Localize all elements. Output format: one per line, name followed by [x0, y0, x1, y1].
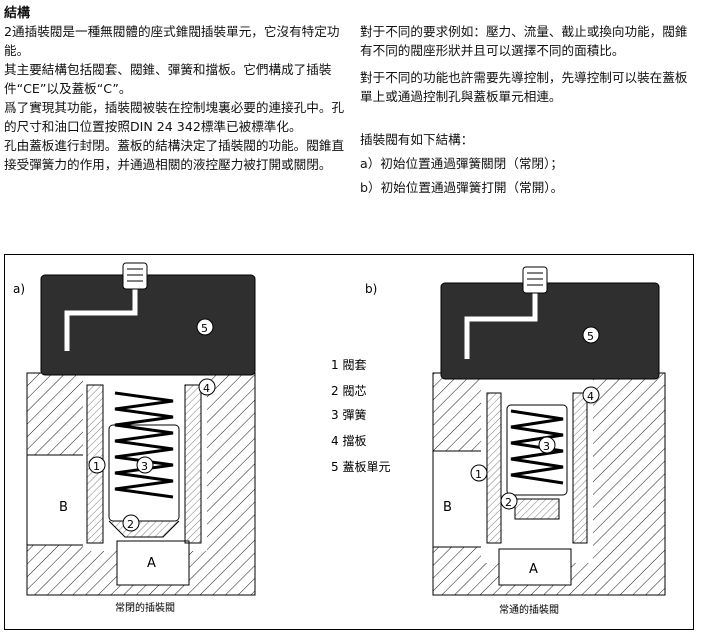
caption-a: 常閉的插裝閥	[115, 601, 175, 614]
svg-text:5: 5	[201, 322, 208, 335]
svg-text:5: 5	[587, 330, 594, 343]
paragraph: 對于不同的要求例如：壓力、流量、截止或換向功能，閥錐有不同的閥座形狀并且可以選擇…	[360, 24, 688, 58]
svg-text:3: 3	[141, 460, 148, 473]
part-legend: 1 閥套 2 閥芯 3 彈簧 4 擋板 5 蓋板單元	[331, 358, 390, 474]
label-a: a)	[13, 282, 25, 296]
caption-b: 常通的插裝閥	[499, 603, 559, 616]
callouts-b: 5 4 1 3 2	[470, 326, 600, 510]
svg-text:4: 4	[203, 382, 210, 395]
valve-b-drawing	[432, 266, 666, 596]
port-b-label-b: B	[443, 500, 452, 515]
paragraph: 其主要結構包括閥套、閥錐、彈簧和擋板。它們構成了插裝件“CE”以及蓋板“C”。	[4, 62, 332, 96]
svg-text:4: 4	[587, 390, 594, 403]
paragraph: 孔由蓋板進行封閉。蓋板的結構決定了插裝閥的功能。閥錐直接受彈簧力的作用，并通過相…	[4, 138, 345, 172]
port-a-label-b: A	[529, 562, 538, 577]
paragraph: 插裝閥有如下結構：	[360, 132, 474, 147]
right-text-column: 對于不同的要求例如：壓力、流量、截止或換向功能，閥錐有不同的閥座形狀并且可以選擇…	[360, 22, 696, 197]
legend-item: 4 擋板	[331, 434, 366, 448]
callouts-a: 5 4 1 3 2	[88, 318, 216, 532]
paragraph: 對于不同的功能也許需要先導控制，先導控制可以裝在蓋板單上或通過控制孔與蓋板單元相…	[360, 70, 688, 104]
paragraph: 2通插裝閥是一種無閥體的座式錐閥插裝單元，它沒有特定功能。	[4, 24, 340, 58]
paragraph: 爲了實現其功能，插裝閥被裝在控制塊裏必要的連接孔中。孔的尺寸和油口位置按照DIN…	[4, 100, 345, 134]
section-heading: 結構	[4, 6, 31, 21]
port-a-label-a: A	[147, 556, 156, 571]
left-text-column: 2通插裝閥是一種無閥體的座式錐閥插裝單元，它沒有特定功能。 其主要結構包括閥套、…	[4, 22, 354, 174]
legend-item: 5 蓋板單元	[331, 460, 390, 474]
legend-item: 2 閥芯	[331, 384, 366, 398]
list-item: b）初始位置通過彈簧打開（常開）。	[360, 180, 564, 195]
valve-a-drawing	[26, 262, 256, 596]
list-item: a）初始位置通過彈簧關閉（常閉）；	[360, 156, 563, 171]
legend-item: 1 閥套	[331, 358, 366, 372]
legend-item: 3 彈簧	[331, 407, 366, 422]
svg-text:1: 1	[93, 460, 100, 473]
svg-text:2: 2	[505, 496, 512, 509]
label-b: b)	[365, 282, 377, 296]
svg-text:1: 1	[475, 468, 482, 481]
svg-text:2: 2	[127, 518, 134, 531]
port-b-label-a: B	[59, 500, 68, 515]
cartridge-valve-diagram: a) b) B B A A 5 4 1 3 2 5 4 1 3 2 1 閥套 2…	[13, 262, 666, 616]
svg-text:3: 3	[543, 440, 550, 453]
figure-frame: a) b) B B A A 5 4 1 3 2 5 4 1 3 2 1 閥套 2…	[4, 254, 694, 630]
